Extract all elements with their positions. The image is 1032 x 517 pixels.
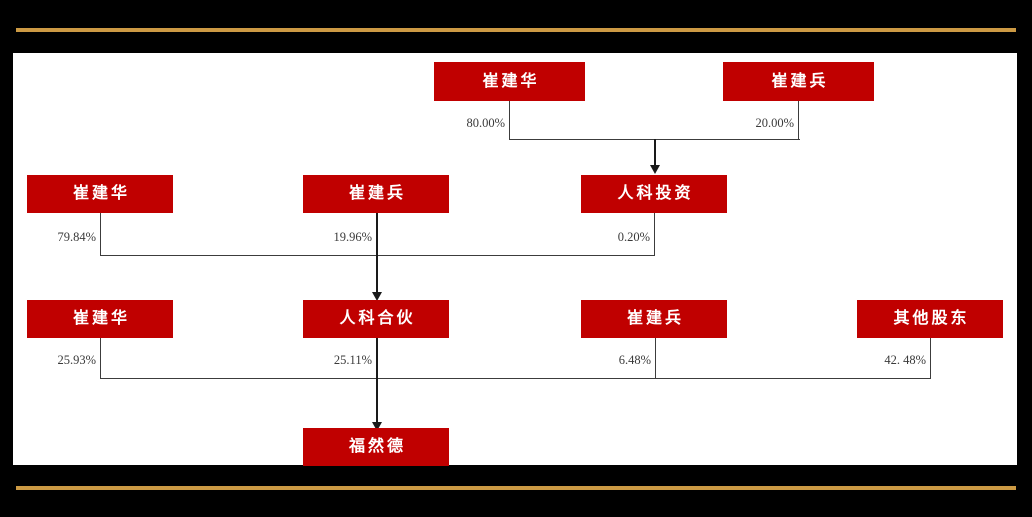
edge-l2c1-drop — [100, 213, 102, 256]
edge-l3c3-drop — [655, 338, 657, 379]
node-cui-jianhua-l1[interactable]: 崔建华 — [434, 62, 585, 101]
pct-20: 20.00% — [755, 116, 794, 130]
node-other-shareholders[interactable]: 其他股东 — [857, 300, 1003, 338]
arrowhead-to-renke-investment — [650, 165, 660, 174]
arrowhead-to-renke-partnership — [372, 292, 382, 301]
pct-2511: 25.11% — [333, 353, 372, 367]
edge-l1-to-renke-investment — [654, 139, 657, 167]
pct-648: 6.48% — [618, 353, 651, 367]
edge-l1c1-drop — [509, 101, 511, 140]
edge-l3c4-drop — [930, 338, 932, 379]
node-cui-jianbing-l3[interactable]: 崔建兵 — [581, 300, 727, 338]
pct-7984: 79.84% — [57, 230, 96, 244]
node-cui-jianhua-l2[interactable]: 崔建华 — [27, 175, 173, 213]
edge-l2c2-drop — [376, 213, 379, 256]
node-cui-jianbing-l1[interactable]: 崔建兵 — [723, 62, 874, 101]
edge-l3c2-drop — [376, 338, 379, 379]
edge-l3-to-furande — [376, 378, 379, 424]
node-cui-jianhua-l3[interactable]: 崔建华 — [27, 300, 173, 338]
edge-l2-to-renke-partnership — [376, 255, 379, 294]
pct-80: 80.00% — [466, 116, 505, 130]
edge-l3c1-drop — [100, 338, 102, 379]
diagram-area: 崔建华 崔建兵 80.00% 20.00% 崔建华 崔建兵 人科投资 79.84… — [13, 53, 1017, 466]
pct-4248: 42. 48% — [884, 353, 926, 367]
pct-2593: 25.93% — [57, 353, 96, 367]
edge-l1c2-drop — [798, 101, 800, 140]
gold-rule-top — [16, 28, 1016, 32]
pct-020: 0.20% — [617, 230, 650, 244]
node-furande[interactable]: 福然德 — [303, 428, 449, 466]
node-renke-partnership[interactable]: 人科合伙 — [303, 300, 449, 338]
arrowhead-to-furande — [372, 422, 382, 431]
node-renke-investment[interactable]: 人科投资 — [581, 175, 727, 213]
edge-l3-bus — [100, 378, 931, 380]
pct-1996: 19.96% — [333, 230, 372, 244]
edge-l2c3-drop — [654, 213, 656, 256]
gold-rule-bottom — [16, 486, 1016, 490]
node-cui-jianbing-l2[interactable]: 崔建兵 — [303, 175, 449, 213]
